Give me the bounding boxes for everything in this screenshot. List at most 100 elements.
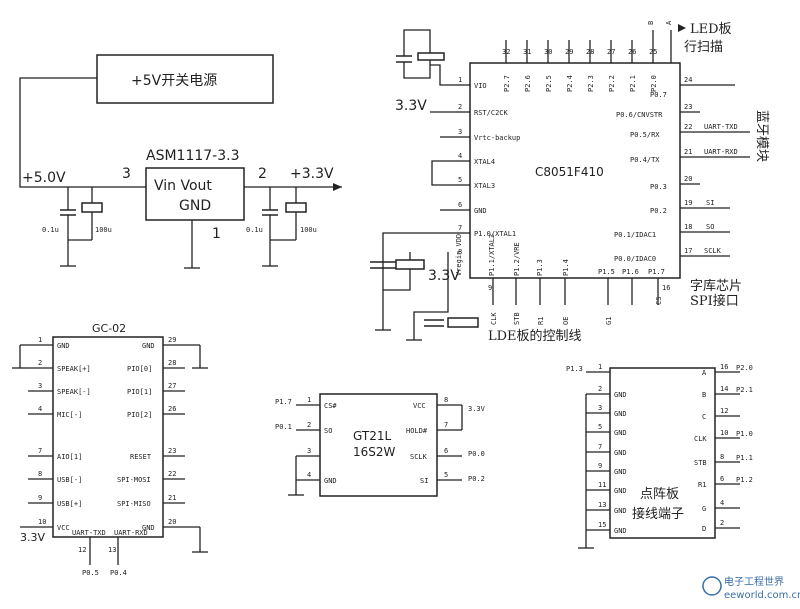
svg-text:PIO[2]: PIO[2] xyxy=(127,411,152,419)
svg-text:3: 3 xyxy=(598,404,602,412)
svg-text:2: 2 xyxy=(458,103,462,111)
svg-text:P0.6/CNVSTR: P0.6/CNVSTR xyxy=(616,111,663,119)
svg-text:USB[-]: USB[-] xyxy=(57,476,82,484)
svg-text:GND: GND xyxy=(614,410,627,418)
svg-text:XTAL4: XTAL4 xyxy=(474,158,495,166)
svg-text:9: 9 xyxy=(598,462,602,470)
mcu-signal-oe: OE xyxy=(562,317,570,325)
svg-text:P0.1: P0.1 xyxy=(275,423,292,431)
font-chip-label-2: SPI接口 xyxy=(690,293,739,309)
mcu-top-pins: 32 P2.7 31 P2.6 30 P2.5 29 P2.4 28 P xyxy=(502,40,658,92)
svg-text:14: 14 xyxy=(720,385,728,393)
flash-pin: 1CS#P1.7 xyxy=(275,396,337,410)
svg-text:15: 15 xyxy=(598,521,606,529)
svg-text:5: 5 xyxy=(444,471,448,479)
regulator-gnd-label: GND xyxy=(179,198,211,214)
svg-text:UART-RXD: UART-RXD xyxy=(114,529,148,537)
gc02-name: GC-02 xyxy=(92,322,126,335)
svg-text:P0.4: P0.4 xyxy=(110,569,127,577)
cap-value-large: 100u xyxy=(300,226,317,234)
svg-text:18: 18 xyxy=(684,223,692,231)
bluetooth-module-label: 蓝牙模块 xyxy=(754,110,769,162)
mcu-bottom-pin-label: P1.4 xyxy=(562,259,570,276)
svg-text:4: 4 xyxy=(458,152,462,160)
mcu-signal-cs: CS xyxy=(655,297,663,305)
svg-text:7: 7 xyxy=(38,447,42,455)
cap-wire xyxy=(383,269,411,291)
watermark-line-2: eeworld.com.cn xyxy=(724,590,800,601)
vio-cap-wire xyxy=(403,60,431,79)
svg-text:2: 2 xyxy=(38,359,42,367)
svg-text:30: 30 xyxy=(544,48,552,56)
svg-text:P2.3: P2.3 xyxy=(587,75,595,92)
flash-chip-box xyxy=(319,393,438,497)
mcu-pin: 27 P2.2 xyxy=(607,40,616,92)
mcu-signal-sclk: SCLK xyxy=(704,247,722,255)
mcu-bottom-pin-label: P1.2/VRE xyxy=(513,242,521,276)
mcu-pin-8-label: Vregin VDD xyxy=(455,234,463,276)
gc02-pin: 13 UART-RXD P0.4 xyxy=(108,529,148,577)
svg-text:3: 3 xyxy=(307,447,311,455)
mcu-signal-uart-txd: UART-TXD xyxy=(704,123,738,131)
svg-text:PIO[1]: PIO[1] xyxy=(127,388,152,396)
svg-text:3: 3 xyxy=(458,128,462,136)
svg-text:P0.2: P0.2 xyxy=(650,207,667,215)
svg-text:31: 31 xyxy=(523,48,531,56)
led-arrow-icon xyxy=(678,24,686,32)
svg-text:P2.5: P2.5 xyxy=(545,75,553,92)
mcu-pin: 30 P2.5 xyxy=(544,40,553,92)
svg-text:B: B xyxy=(702,391,706,399)
svg-text:13: 13 xyxy=(108,546,116,554)
svg-text:9: 9 xyxy=(38,494,42,502)
svg-text:D: D xyxy=(702,525,706,533)
vdd-voltage-label: 3.3V xyxy=(428,268,460,284)
mcu-chip-box xyxy=(469,62,681,279)
svg-text:P0.2: P0.2 xyxy=(468,475,485,483)
svg-text:5: 5 xyxy=(458,176,462,184)
svg-text:4: 4 xyxy=(38,405,42,413)
svg-text:PIO[0]: PIO[0] xyxy=(127,365,152,373)
svg-text:GND: GND xyxy=(614,449,627,457)
svg-text:P0.1/IDAC1: P0.1/IDAC1 xyxy=(614,231,656,239)
svg-text:1: 1 xyxy=(307,396,311,404)
svg-text:11: 11 xyxy=(598,481,606,489)
svg-text:GND: GND xyxy=(614,507,627,515)
svg-text:P1.3: P1.3 xyxy=(566,365,583,373)
gc02-module-box xyxy=(52,336,164,538)
mcu-bottom-pin-label: P1.7 xyxy=(648,268,665,276)
svg-text:C: C xyxy=(702,413,706,421)
svg-text:R1: R1 xyxy=(698,481,706,489)
mcu-pin: 28 P2.3 xyxy=(586,40,595,92)
svg-text:32: 32 xyxy=(502,48,510,56)
svg-text:RST/C2CK: RST/C2CK xyxy=(474,109,509,117)
svg-text:20: 20 xyxy=(684,175,692,183)
mcu-pin: 29 P2.4 xyxy=(565,40,574,92)
svg-text:GND: GND xyxy=(614,468,627,476)
svg-text:28: 28 xyxy=(168,359,176,367)
regulator-box xyxy=(145,167,245,221)
svg-text:6: 6 xyxy=(458,201,462,209)
svg-text:1: 1 xyxy=(458,76,462,84)
svg-text:29: 29 xyxy=(168,336,176,344)
svg-text:26: 26 xyxy=(628,48,636,56)
svg-text:6: 6 xyxy=(444,447,448,455)
svg-text:3: 3 xyxy=(38,382,42,390)
